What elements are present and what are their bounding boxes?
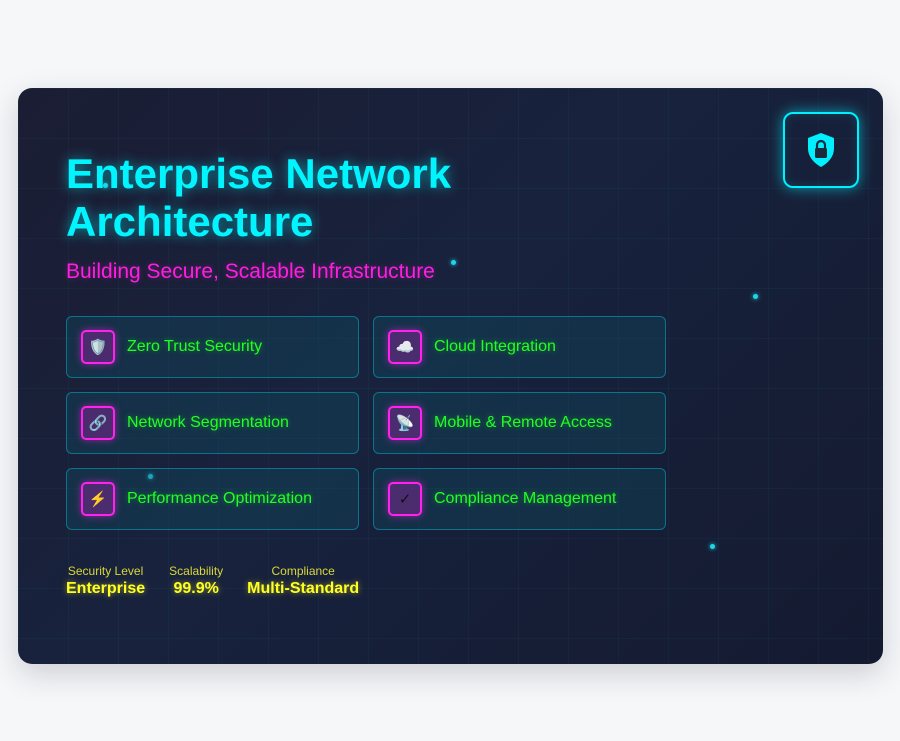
hero-card: Enterprise Network Architecture Building… <box>18 88 883 664</box>
particle-dot <box>451 260 456 265</box>
background-grid <box>18 88 883 664</box>
link-icon: 🔗 <box>81 406 115 440</box>
page-title: Enterprise Network Architecture <box>66 150 452 245</box>
feature-label: Compliance Management <box>434 490 617 507</box>
particle-dot <box>148 474 153 479</box>
particle-dot <box>753 294 758 299</box>
stat-compliance: Compliance Multi-Standard <box>247 564 359 598</box>
lightning-icon: ⚡ <box>81 482 115 516</box>
feature-label: Network Segmentation <box>127 414 289 431</box>
feature-cloud[interactable]: ☁️ Cloud Integration <box>373 316 666 378</box>
security-badge <box>783 112 859 188</box>
feature-compliance[interactable]: ✓ Compliance Management <box>373 468 666 530</box>
checkmark-icon: ✓ <box>388 482 422 516</box>
feature-performance[interactable]: ⚡ Performance Optimization <box>66 468 359 530</box>
stat-scalability: Scalability 99.9% <box>169 564 223 598</box>
stat-label: Compliance <box>271 564 335 578</box>
stat-label: Security Level <box>67 564 144 578</box>
cloud-icon: ☁️ <box>388 330 422 364</box>
stat-value: Enterprise <box>66 580 146 597</box>
feature-label: Performance Optimization <box>127 490 312 507</box>
feature-label: Cloud Integration <box>434 338 556 355</box>
stat-value: Multi-Standard <box>247 580 360 597</box>
feature-label: Mobile & Remote Access <box>434 414 612 431</box>
feature-label: Zero Trust Security <box>127 338 263 355</box>
stat-label: Scalability <box>169 564 224 578</box>
particle-dot <box>103 183 108 188</box>
shield-lock-icon <box>808 133 834 167</box>
shield-icon: 🛡️ <box>81 330 115 364</box>
satellite-dish-icon: 📡 <box>388 406 422 440</box>
stat-security-level: Security Level Enterprise <box>66 564 145 598</box>
feature-zero-trust[interactable]: 🛡️ Zero Trust Security <box>66 316 359 378</box>
particle-dot <box>710 544 715 549</box>
feature-remote-access[interactable]: 📡 Mobile & Remote Access <box>373 392 666 454</box>
stat-value: 99.9% <box>173 580 219 597</box>
feature-segmentation[interactable]: 🔗 Network Segmentation <box>66 392 359 454</box>
stats-row: Security Level Enterprise Scalability 99… <box>66 564 359 598</box>
feature-grid: 🛡️ Zero Trust Security ☁️ Cloud Integrat… <box>66 316 666 530</box>
page-subtitle: Building Secure, Scalable Infrastructure <box>66 260 435 283</box>
